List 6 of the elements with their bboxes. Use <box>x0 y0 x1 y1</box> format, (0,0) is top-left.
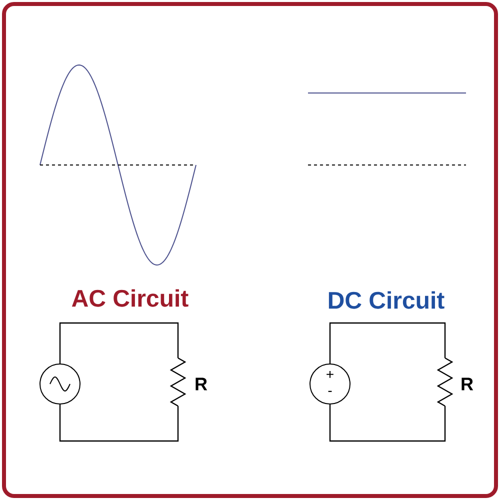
heading: AC Circuit <box>72 289 188 307</box>
polarity-sign: + <box>326 370 334 378</box>
polarity-sign: - <box>328 390 332 392</box>
heading: DC Circuit <box>328 291 444 309</box>
resistor-label: R <box>196 378 208 390</box>
resistor-label: R <box>462 378 474 390</box>
